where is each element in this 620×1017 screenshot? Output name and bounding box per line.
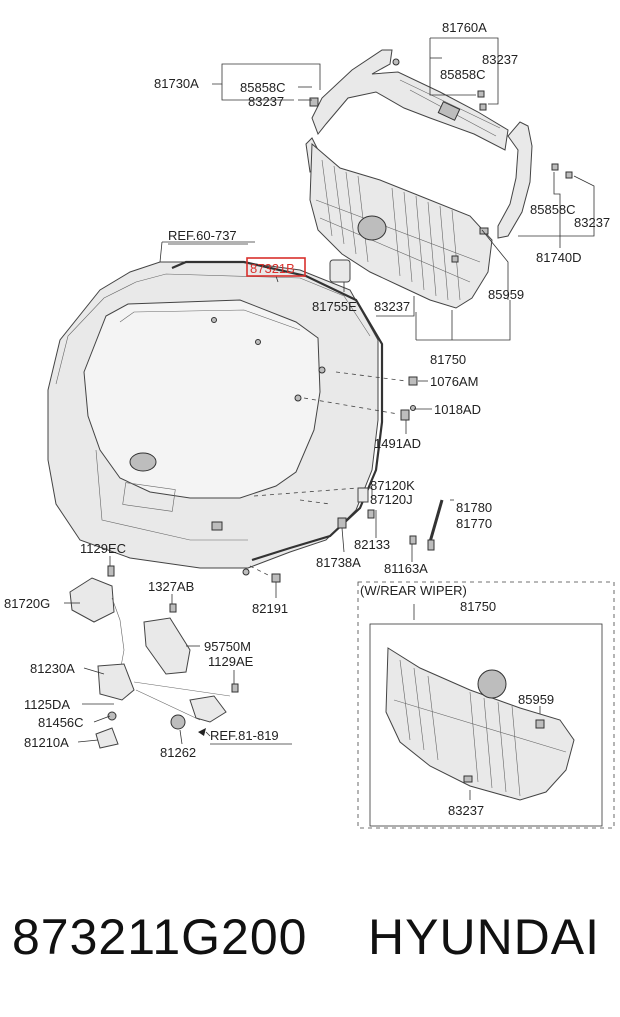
callout-81770: 81770	[456, 516, 492, 531]
small-fastener-parts	[107, 90, 573, 693]
callout-85959: 85959	[518, 692, 554, 707]
callout-ref-60-737: REF.60-737	[168, 228, 237, 243]
latch-assembly	[69, 577, 231, 749]
tailgate-body	[47, 261, 379, 576]
tailgate-parts-diagram: 81760A 83237 85858C 81730A 85858C 83237 …	[4, 20, 615, 829]
callout-81230A: 81230A	[30, 661, 75, 676]
callout-81163A: 81163A	[384, 561, 428, 576]
highlight-box	[246, 257, 306, 277]
callout-83237: 83237	[374, 299, 410, 314]
callout-83237: 83237	[482, 52, 518, 67]
callout-87120J: 87120J	[370, 492, 413, 507]
callout-82133: 82133	[354, 537, 390, 552]
callout-81720G: 81720G	[4, 596, 50, 611]
dashed-guide-lines	[249, 371, 407, 577]
callout-87120K: 87120K	[370, 478, 415, 493]
callout-1125DA: 1125DA	[24, 697, 70, 712]
callout-82191: 82191	[252, 601, 288, 616]
callout-ref-81-819: REF.81-819	[210, 728, 279, 743]
callout-1018AD: 1018AD	[434, 402, 481, 417]
callout-83237: 83237	[448, 803, 484, 818]
callout-1129AE: 1129AE	[208, 654, 254, 669]
callout-81738A: 81738A	[316, 555, 361, 570]
callout-95750M: 95750M	[204, 639, 251, 654]
callout-85959: 85959	[488, 287, 524, 302]
callout-1491AD: 1491AD	[374, 436, 421, 451]
callout-81456C: 81456C	[38, 715, 84, 730]
callout-85858C: 85858C	[240, 80, 286, 95]
callout-1076AM: 1076AM	[430, 374, 478, 389]
callout-81750: 81750	[430, 352, 466, 367]
callout-wiper-title: (W/REAR WIPER)	[360, 583, 467, 598]
callout-81210A: 81210A	[24, 735, 69, 750]
callout-81755E: 81755E	[312, 299, 357, 314]
callout-83237: 83237	[574, 215, 610, 230]
weatherstrip-part	[171, 260, 384, 562]
callout-81740D: 81740D	[536, 250, 582, 265]
callout-87321B: 87321B	[250, 261, 295, 276]
wiper-inset	[357, 581, 615, 829]
part-number: 873211G200	[12, 909, 308, 965]
upper-trim-part	[311, 49, 509, 151]
callout-1129EC: 1129EC	[80, 541, 126, 556]
callout-81262: 81262	[160, 745, 196, 760]
brand-name: HYUNDAI	[368, 909, 601, 965]
callout-81730A: 81730A	[154, 76, 199, 91]
leader-lines	[64, 37, 595, 800]
callout-1327AB: 1327AB	[148, 579, 194, 594]
callout-83237: 83237	[248, 94, 284, 109]
footer-caption: 873211G200 HYUNDAI	[0, 900, 620, 980]
callout-85858C: 85858C	[530, 202, 576, 217]
callout-85858C: 85858C	[440, 67, 486, 82]
callout-81760A: 81760A	[442, 20, 487, 35]
callout-81780: 81780	[456, 500, 492, 515]
tailgate-trim-panel	[309, 142, 493, 309]
callout-81750: 81750	[460, 599, 496, 614]
callout-labels: 81760A 83237 85858C 81730A 85858C 83237 …	[4, 20, 610, 818]
